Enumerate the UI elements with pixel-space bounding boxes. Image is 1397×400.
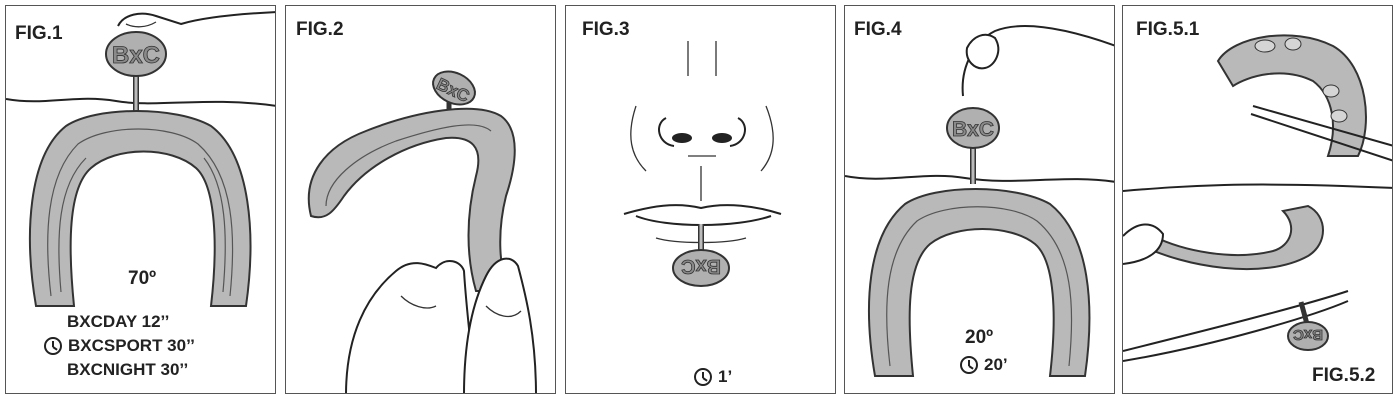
logo-handle bbox=[432, 70, 476, 106]
time-line-sport: BXCSPORT 30’’ bbox=[44, 336, 195, 356]
mouthguard-icon bbox=[29, 110, 252, 307]
figure-2-label: FIG.2 bbox=[296, 19, 344, 40]
time-line-day: BXCDAY 12’’ bbox=[67, 312, 170, 331]
hand-icon bbox=[961, 25, 1114, 97]
hand-icon bbox=[117, 11, 275, 27]
figure-3-panel: BxC FIG.3 1’ bbox=[565, 5, 836, 394]
figure-4-panel: BxC FIG.4 20º 20’ bbox=[844, 5, 1115, 394]
figure-5-1-label: FIG.5.1 bbox=[1136, 19, 1200, 40]
water-line bbox=[845, 174, 1114, 183]
figure-5-illustration: BxC bbox=[1123, 34, 1392, 362]
figure-1-illustration: BxC bbox=[6, 11, 275, 307]
water-line bbox=[6, 97, 275, 107]
mouthguard-icon bbox=[1216, 34, 1367, 157]
svg-text:BxC: BxC bbox=[681, 255, 721, 277]
logo-handle bbox=[672, 249, 730, 287]
clock-icon bbox=[44, 337, 62, 355]
svg-text:BxC: BxC bbox=[112, 42, 160, 69]
figure-2-illustration: BxC bbox=[307, 70, 537, 393]
logo-handle bbox=[1287, 321, 1329, 351]
logo-handle bbox=[946, 107, 1000, 149]
figure-5-panel: BxC FIG.5.1 FIG.5.2 bbox=[1122, 5, 1393, 394]
mouthguard-icon bbox=[868, 188, 1091, 377]
temperature-label: 20º bbox=[965, 327, 994, 348]
face-icon bbox=[687, 41, 717, 76]
clock-icon bbox=[694, 368, 712, 386]
svg-text:BxC: BxC bbox=[952, 118, 994, 141]
temperature-label: 70º bbox=[128, 268, 157, 289]
figure-5-2-label: FIG.5.2 bbox=[1312, 365, 1376, 386]
tweezers-icon bbox=[1123, 290, 1349, 362]
figure-3-label: FIG.3 bbox=[582, 19, 630, 40]
clock-icon bbox=[960, 356, 978, 374]
tweezers-icon bbox=[1250, 105, 1392, 162]
svg-text:BxC: BxC bbox=[1293, 326, 1323, 343]
figure-4-label: FIG.4 bbox=[854, 19, 902, 40]
logo-handle bbox=[105, 31, 167, 77]
figure-1-label: FIG.1 bbox=[15, 23, 63, 44]
hand-icon bbox=[345, 260, 477, 393]
time-line-fig4: 20’ bbox=[960, 355, 1008, 375]
figure-2-panel: BxC FIG.2 bbox=[285, 5, 556, 394]
time-line-night: BXCNIGHT 30’’ bbox=[67, 360, 189, 379]
figure-3-illustration: BxC bbox=[623, 41, 782, 287]
time-line-fig3: 1’ bbox=[694, 367, 732, 387]
figure-1-panel: BxC FIG.1 70º BXCDAY 12’’ BXCSPORT 30’’ … bbox=[5, 5, 276, 394]
figure-4-illustration: BxC bbox=[845, 25, 1114, 377]
